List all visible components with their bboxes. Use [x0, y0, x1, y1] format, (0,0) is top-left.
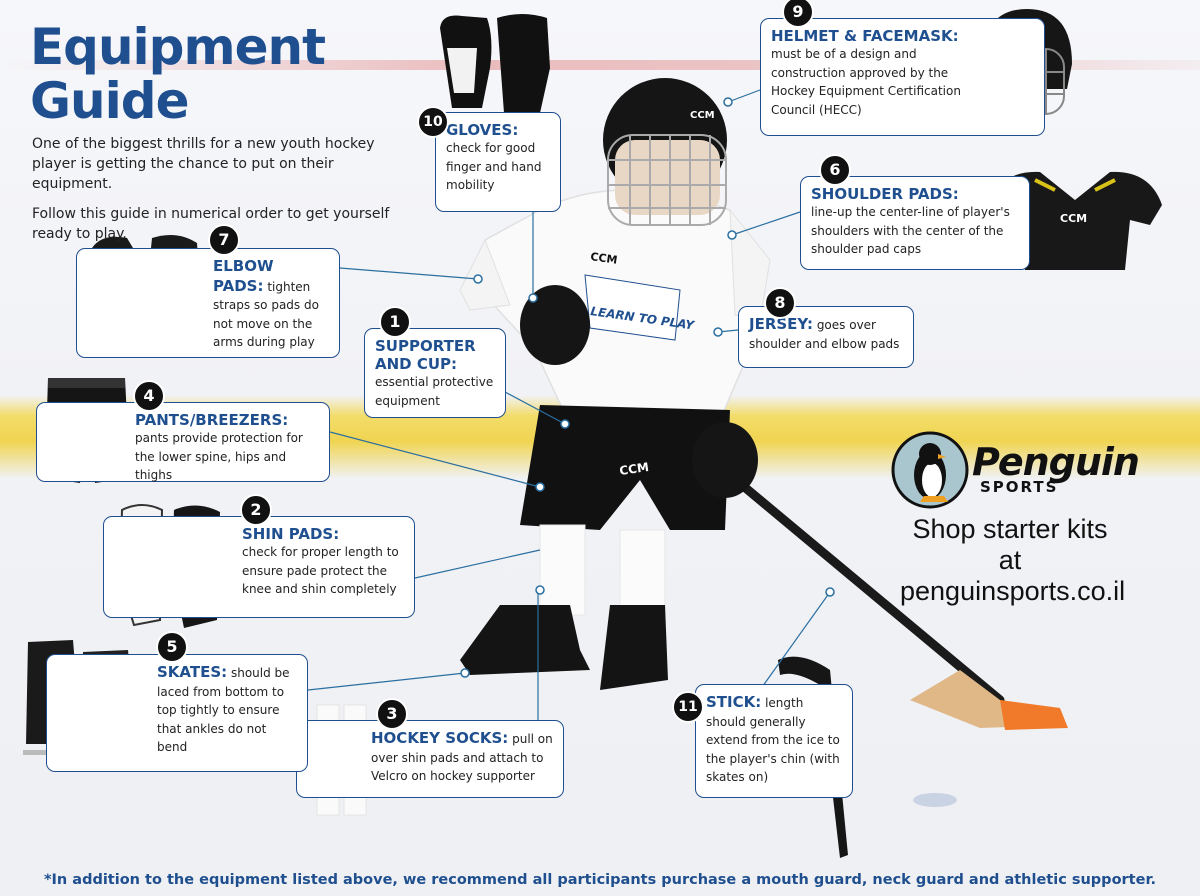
item-4-pants: PANTS/BREEZERS: pants provide protection…	[36, 402, 330, 482]
pants-shape-icon	[520, 405, 730, 530]
player-skate-left-icon	[460, 605, 590, 675]
intro-paragraph-1: One of the biggest thrills for a new you…	[32, 136, 375, 192]
shoulder-pads-photo: CCM	[990, 171, 1162, 270]
item-10-gloves: GLOVES: check for good finger and hand m…	[435, 112, 561, 212]
shop-url: penguinsports.co.il	[900, 576, 1126, 606]
item-9-number-badge: 9	[782, 0, 814, 28]
svg-text:CCM: CCM	[1060, 212, 1087, 225]
item-8-jersey: JERSEY: goes over shoulder and elbow pad…	[738, 306, 914, 368]
item-8-heading: JERSEY:	[749, 315, 813, 333]
item-1-number-badge: 1	[379, 306, 411, 338]
penguin-logo-icon	[891, 431, 969, 509]
intro-paragraph-2: Follow this guide in numerical order to …	[32, 206, 390, 242]
shoulder-pads-icon	[990, 171, 1162, 270]
item-2-shin-pads: SHIN PADS: check for proper length to en…	[103, 516, 415, 618]
item-6-text: line-up the center-line of player's shou…	[811, 205, 1010, 256]
item-2-heading: SHIN PADS:	[242, 525, 340, 543]
svg-text:CCM: CCM	[690, 110, 715, 121]
item-7-number-badge: 7	[208, 224, 240, 256]
player-photo: CCM LEARN TO PLAY CCM CCM	[459, 78, 1068, 807]
gloves-photo	[440, 14, 550, 113]
item-5-text: should be laced from bottom to top tight…	[157, 666, 290, 754]
item-7-heading: ELBOW PADS:	[213, 257, 274, 295]
item-7-text: tighten straps so pads do not move on th…	[213, 279, 319, 350]
player-glove-left-icon	[520, 285, 590, 365]
item-11-heading: STICK:	[706, 693, 762, 711]
shop-line-1: Shop starter kits at	[912, 514, 1108, 575]
item-1-supporter-cup: SUPPORTER AND CUP: essential protective …	[364, 328, 506, 418]
item-10-text: check for good finger and hand mobility	[446, 141, 542, 192]
brand-sub: SPORTS	[980, 478, 1059, 496]
item-3-hockey-socks: HOCKEY SOCKS: pull on over shin pads and…	[296, 720, 564, 798]
item-3-heading: HOCKEY SOCKS:	[371, 729, 509, 747]
item-7-elbow-pads: ELBOW PADS: tighten straps so pads do no…	[76, 248, 340, 358]
item-6-number-badge: 6	[819, 154, 851, 186]
item-11-number-badge: 11	[672, 691, 704, 723]
item-1-heading: SUPPORTER AND CUP:	[375, 337, 476, 373]
item-8-number-badge: 8	[764, 287, 796, 319]
item-10-heading: GLOVES:	[446, 121, 519, 139]
item-8-text: goes over shoulder and elbow pads	[749, 318, 900, 351]
item-6-shoulder-pads: SHOULDER PADS: line-up the center-line o…	[800, 176, 1030, 270]
item-10-number-badge: 10	[417, 106, 449, 138]
footer-note: *In addition to the equipment listed abo…	[43, 872, 1157, 888]
item-9-text: must be of a design and construction app…	[771, 47, 961, 117]
player-skate-right-icon	[600, 605, 668, 690]
brand-name: Penguin	[972, 440, 1140, 484]
player-glove-right-icon	[692, 422, 758, 498]
puck-icon	[913, 793, 957, 807]
rink-red-line	[0, 60, 1200, 70]
jersey-brand-text: CCM	[590, 250, 619, 267]
item-9-helmet-facemask: HELMET & FACEMASK: must be of a design a…	[760, 18, 1045, 136]
item-3-text: pull on over shin pads and attach to Vel…	[371, 732, 553, 783]
item-2-text: check for proper length to ensure pade p…	[242, 545, 399, 596]
shop-text: Shop starter kits at penguinsports.co.il	[900, 514, 1126, 607]
item-3-number-badge: 3	[376, 698, 408, 730]
item-2-number-badge: 2	[240, 494, 272, 526]
intro-text: One of the biggest thrills for a new you…	[32, 134, 407, 254]
item-4-number-badge: 4	[133, 380, 165, 412]
item-5-skates: SKATES: should be laced from bottom to t…	[46, 654, 308, 772]
item-4-heading: PANTS/BREEZERS:	[135, 411, 289, 429]
item-5-heading: SKATES:	[157, 663, 228, 681]
item-11-text: length should generally extend from the …	[706, 696, 840, 784]
svg-text:CCM: CCM	[618, 460, 649, 478]
item-6-heading: SHOULDER PADS:	[811, 185, 959, 203]
item-1-text: essential protective equipment	[375, 375, 494, 408]
item-4-text: pants provide protection for the lower s…	[135, 431, 303, 482]
item-11-stick: STICK: length should generally extend fr…	[695, 684, 853, 798]
item-9-heading: HELMET & FACEMASK:	[771, 27, 959, 45]
item-5-number-badge: 5	[156, 631, 188, 663]
